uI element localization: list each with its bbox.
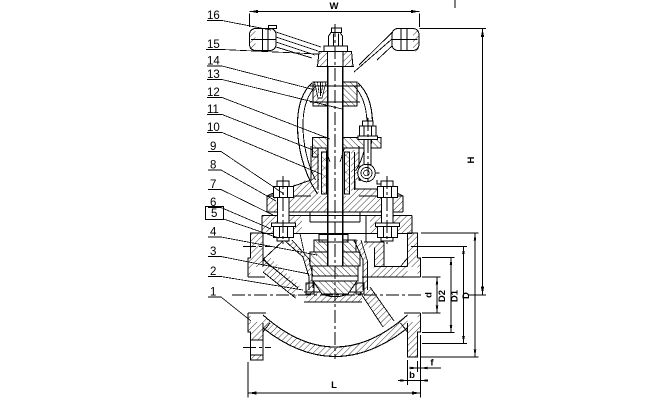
svg-text:3: 3 [210, 246, 216, 258]
svg-text:15: 15 [207, 39, 220, 51]
svg-text:7: 7 [210, 179, 216, 191]
svg-text:12: 12 [207, 87, 220, 99]
svg-text:10: 10 [207, 122, 220, 134]
svg-text:D: D [461, 292, 472, 299]
svg-text:f: f [430, 358, 434, 369]
svg-text:2: 2 [210, 266, 216, 278]
svg-text:8: 8 [210, 160, 216, 172]
svg-text:1: 1 [210, 287, 216, 299]
svg-text:b: b [409, 370, 415, 381]
svg-text:W: W [330, 1, 339, 12]
svg-text:5: 5 [211, 208, 217, 220]
svg-text:6: 6 [210, 197, 216, 209]
svg-text:L: L [331, 380, 337, 391]
svg-text:9: 9 [210, 141, 216, 153]
svg-text:16: 16 [207, 10, 220, 22]
svg-text:D1: D1 [450, 289, 461, 302]
svg-text:H: H [466, 156, 477, 163]
svg-text:D2: D2 [437, 290, 448, 302]
svg-text:d: d [424, 292, 435, 298]
svg-text:4: 4 [210, 227, 217, 239]
svg-text:13: 13 [207, 69, 220, 81]
svg-text:14: 14 [207, 56, 220, 68]
svg-text:11: 11 [207, 104, 219, 116]
